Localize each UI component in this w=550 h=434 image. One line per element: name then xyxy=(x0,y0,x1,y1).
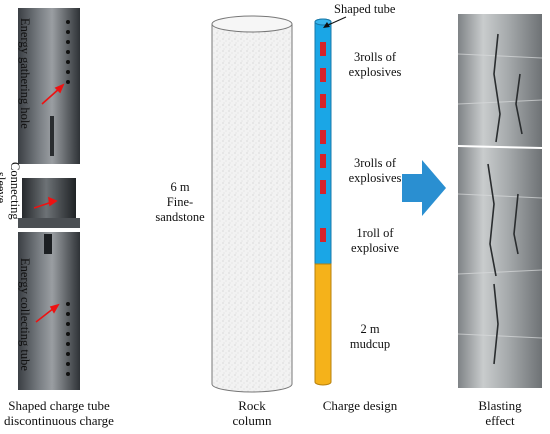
tube-pointer-arrow xyxy=(323,16,347,28)
charge-tube-photo xyxy=(8,8,96,390)
rock-column-svg xyxy=(211,15,293,393)
mud-label: 2 m mudcup xyxy=(349,322,391,351)
charge-tube-photo-svg xyxy=(8,8,96,390)
connecting-sleeve-label-1: Connecting xyxy=(8,162,22,220)
energy-collecting-holes xyxy=(66,302,70,376)
rock-side-label: 6 m Fine- sandstone xyxy=(155,180,205,224)
blasting-effect-photo xyxy=(457,14,543,388)
mud-segment xyxy=(314,263,332,386)
blasting-effect-svg xyxy=(457,14,543,388)
group3-label: 1roll of explosive xyxy=(351,226,399,255)
energy-gathering-hole-label: Energy gathering hole xyxy=(18,18,32,129)
group2-label: 3rolls of explosives xyxy=(348,156,402,185)
panel2-caption: Rock column xyxy=(232,398,272,428)
panel1-caption: Shaped charge tube discontinuous charge xyxy=(4,398,114,428)
energy-collecting-tube-label: Energy collecting tube xyxy=(18,258,32,371)
red-arrows xyxy=(33,83,65,323)
charge-design-svg xyxy=(314,18,332,386)
crack-lines xyxy=(487,33,523,365)
energy-gathering-holes xyxy=(66,20,70,84)
transition-arrow xyxy=(402,160,446,216)
panel4-caption: Blasting effect xyxy=(478,398,522,428)
panel3-caption: Charge design xyxy=(322,398,398,413)
explosive-rolls xyxy=(320,42,326,242)
charge-design xyxy=(305,8,355,388)
shaped-tube-label: Shaped tube xyxy=(334,2,396,16)
upper-tube xyxy=(18,8,80,164)
rock-column xyxy=(210,14,294,394)
group1-label: 3rolls of explosives xyxy=(348,50,402,79)
connecting-sleeve-label-2: sleeve xyxy=(0,172,8,204)
